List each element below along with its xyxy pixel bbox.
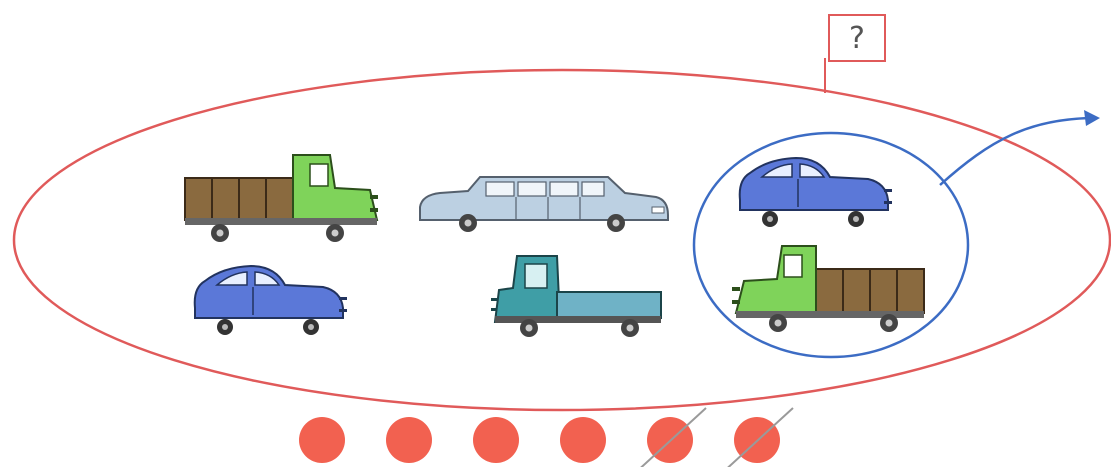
arrow-line — [940, 118, 1096, 185]
counting-dot — [560, 417, 606, 463]
blue-car-subgroup-icon — [740, 158, 892, 227]
counting-dots-row — [299, 408, 793, 467]
inner-subgroup-oval — [694, 133, 968, 357]
counting-dot — [299, 417, 345, 463]
green-truck-icon — [185, 155, 378, 242]
outer-group-oval — [14, 70, 1110, 410]
green-truck-subgroup-icon — [732, 246, 924, 332]
blue-car-icon — [195, 266, 347, 335]
counting-dot — [386, 417, 432, 463]
teal-truck-icon — [491, 256, 661, 337]
arrow-head-icon — [1084, 110, 1100, 126]
counting-dot — [473, 417, 519, 463]
limousine-icon — [420, 177, 668, 232]
